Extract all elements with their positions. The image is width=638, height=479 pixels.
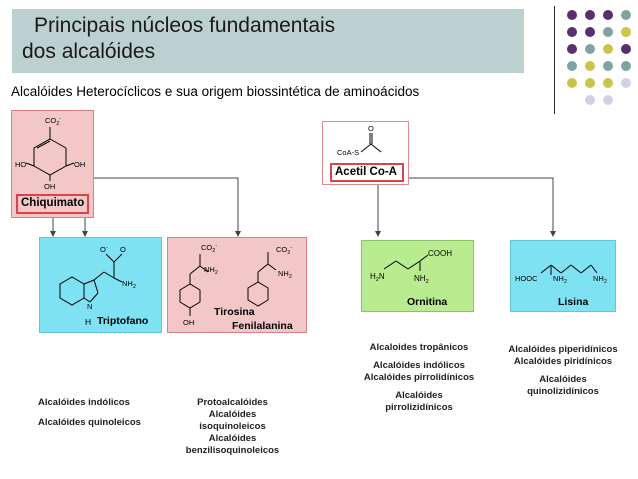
svg-text:HOOC: HOOC: [515, 274, 538, 283]
alkaloid-item: pirrolizidínicos: [385, 402, 453, 413]
dot: [567, 10, 577, 20]
acetil-coa-structure: O CoA-S: [337, 124, 382, 157]
svg-text:O: O: [120, 245, 126, 254]
alkaloid-item: Alcalóides piridínicos: [513, 356, 613, 367]
chiquimato-structure: CO2- HO OH OH: [15, 116, 85, 191]
alkaloid-item: Alcalóides pirrolidínicos: [363, 372, 475, 383]
svg-text:OH: OH: [74, 160, 85, 169]
tirosina-label: Tirosina: [214, 306, 255, 318]
alkaloid-item: Alcalóides quinoleicos: [38, 417, 141, 428]
alkaloid-item: Alcalóides piperidínicos: [508, 344, 618, 355]
triptofano-box: O- O NH2 N H Triptofano: [39, 237, 162, 333]
alkaloid-item: Alcalóides indólicos: [38, 397, 130, 408]
alkaloid-item: Alcalóides: [539, 374, 587, 385]
dot: [585, 27, 595, 37]
title-box: Principais núcleos fundamentais dos alca…: [12, 9, 524, 73]
dot: [621, 27, 631, 37]
triptofano-structure: O- O NH2 N H: [59, 245, 136, 327]
title-line-1: Principais núcleos fundamentais: [34, 14, 336, 37]
ornitina-box: COOH H2N NH2 Ornitina: [361, 240, 474, 312]
svg-text:O-: O-: [100, 245, 108, 254]
dot: [585, 95, 595, 105]
dot: [567, 61, 577, 71]
lisina-structure: HOOC NH2 NH2: [515, 264, 607, 285]
svg-text:CO2-: CO2-: [276, 245, 292, 256]
svg-text:HO: HO: [15, 160, 26, 169]
dot: [603, 27, 613, 37]
alkaloid-item: quinolizidínicos: [527, 386, 599, 397]
svg-text:N: N: [87, 302, 92, 311]
fenilalanina-label: Fenilalanina: [232, 320, 293, 332]
svg-text:H: H: [85, 317, 91, 327]
triptofano-label: Triptofano: [97, 315, 149, 327]
subtitle: Alcalóides Heterocíclicos e sua origem b…: [11, 84, 420, 99]
tirosina-fenilalanina-structure: CO2- NH2 OH CO2- NH2: [179, 243, 292, 327]
svg-text:NH2: NH2: [593, 274, 607, 285]
acetil-coa-highlight: [330, 163, 404, 182]
ornitina-structure: COOH H2N NH2: [370, 249, 452, 285]
alkaloid-item: Alcalóides indólicos: [373, 360, 465, 371]
svg-text:NH2: NH2: [122, 279, 136, 290]
dot: [567, 78, 577, 88]
lisina-box: HOOC NH2 NH2 Lisina: [510, 240, 616, 312]
ornitina-alkaloids: Alcaloides tropânicos Alcalóides indólic…: [353, 342, 485, 414]
svg-text:COOH: COOH: [428, 249, 452, 258]
lisina-alkaloids: Alcalóides piperidínicos Alcalóides piri…: [502, 344, 624, 398]
title-line-2: dos alcalóides: [22, 40, 156, 63]
dot: [603, 61, 613, 71]
dot: [567, 27, 577, 37]
dot: [585, 44, 595, 54]
svg-text:OH: OH: [44, 182, 55, 191]
alkaloid-item: Alcalóides: [208, 409, 257, 420]
svg-text:NH2: NH2: [553, 274, 567, 285]
vertical-divider: [554, 6, 555, 114]
dot: [585, 10, 595, 20]
dot: [621, 61, 631, 71]
alkaloid-item: isoquinoleicos: [199, 421, 266, 432]
dot: [603, 10, 613, 20]
acetil-coa-label: Acetil Co-A: [335, 166, 397, 178]
dot: [621, 78, 631, 88]
chiquimato-box: CO2- HO OH OH Chiquimato: [11, 110, 94, 218]
alkaloid-item: Alcalóides: [395, 390, 443, 401]
dot: [585, 61, 595, 71]
ornitina-label: Ornitina: [407, 296, 448, 308]
alkaloid-item: Protoalcalóides: [197, 397, 268, 408]
dot: [603, 95, 613, 105]
lisina-label: Lisina: [558, 296, 589, 308]
dot: [603, 78, 613, 88]
svg-text:CO2-: CO2-: [201, 243, 217, 254]
alkaloid-item: Alcalóides: [208, 433, 257, 444]
dot: [621, 44, 631, 54]
dot: [621, 10, 631, 20]
chiquimato-label: Chiquimato: [21, 197, 85, 209]
svg-text:NH2: NH2: [414, 274, 429, 285]
chiquimato-highlight: [16, 194, 89, 214]
dot: [603, 44, 613, 54]
svg-text:NH2: NH2: [278, 269, 292, 280]
svg-text:NH2: NH2: [204, 265, 218, 276]
svg-text:OH: OH: [183, 318, 194, 327]
alkaloid-item: Alcaloides tropânicos: [369, 342, 469, 353]
svg-text:CoA-S: CoA-S: [337, 148, 359, 157]
tirosina-alkaloids: Protoalcalóides Alcalóides isoquinoleico…: [180, 397, 285, 457]
acetil-coa-box: O CoA-S Acetil Co-A: [322, 121, 409, 185]
svg-text:O: O: [368, 124, 374, 133]
dot: [567, 44, 577, 54]
alkaloid-item: benzilisoquinoleicos: [185, 445, 280, 456]
svg-text:H2N: H2N: [370, 272, 385, 283]
triptofano-alkaloids: Alcalóides indólicos Alcalóides quinolei…: [38, 397, 141, 429]
dot: [585, 78, 595, 88]
tirosina-fenilalanina-box: CO2- NH2 OH CO2- NH2 Tirosina Fenilalani…: [167, 237, 307, 333]
svg-text:CO2-: CO2-: [45, 116, 61, 127]
